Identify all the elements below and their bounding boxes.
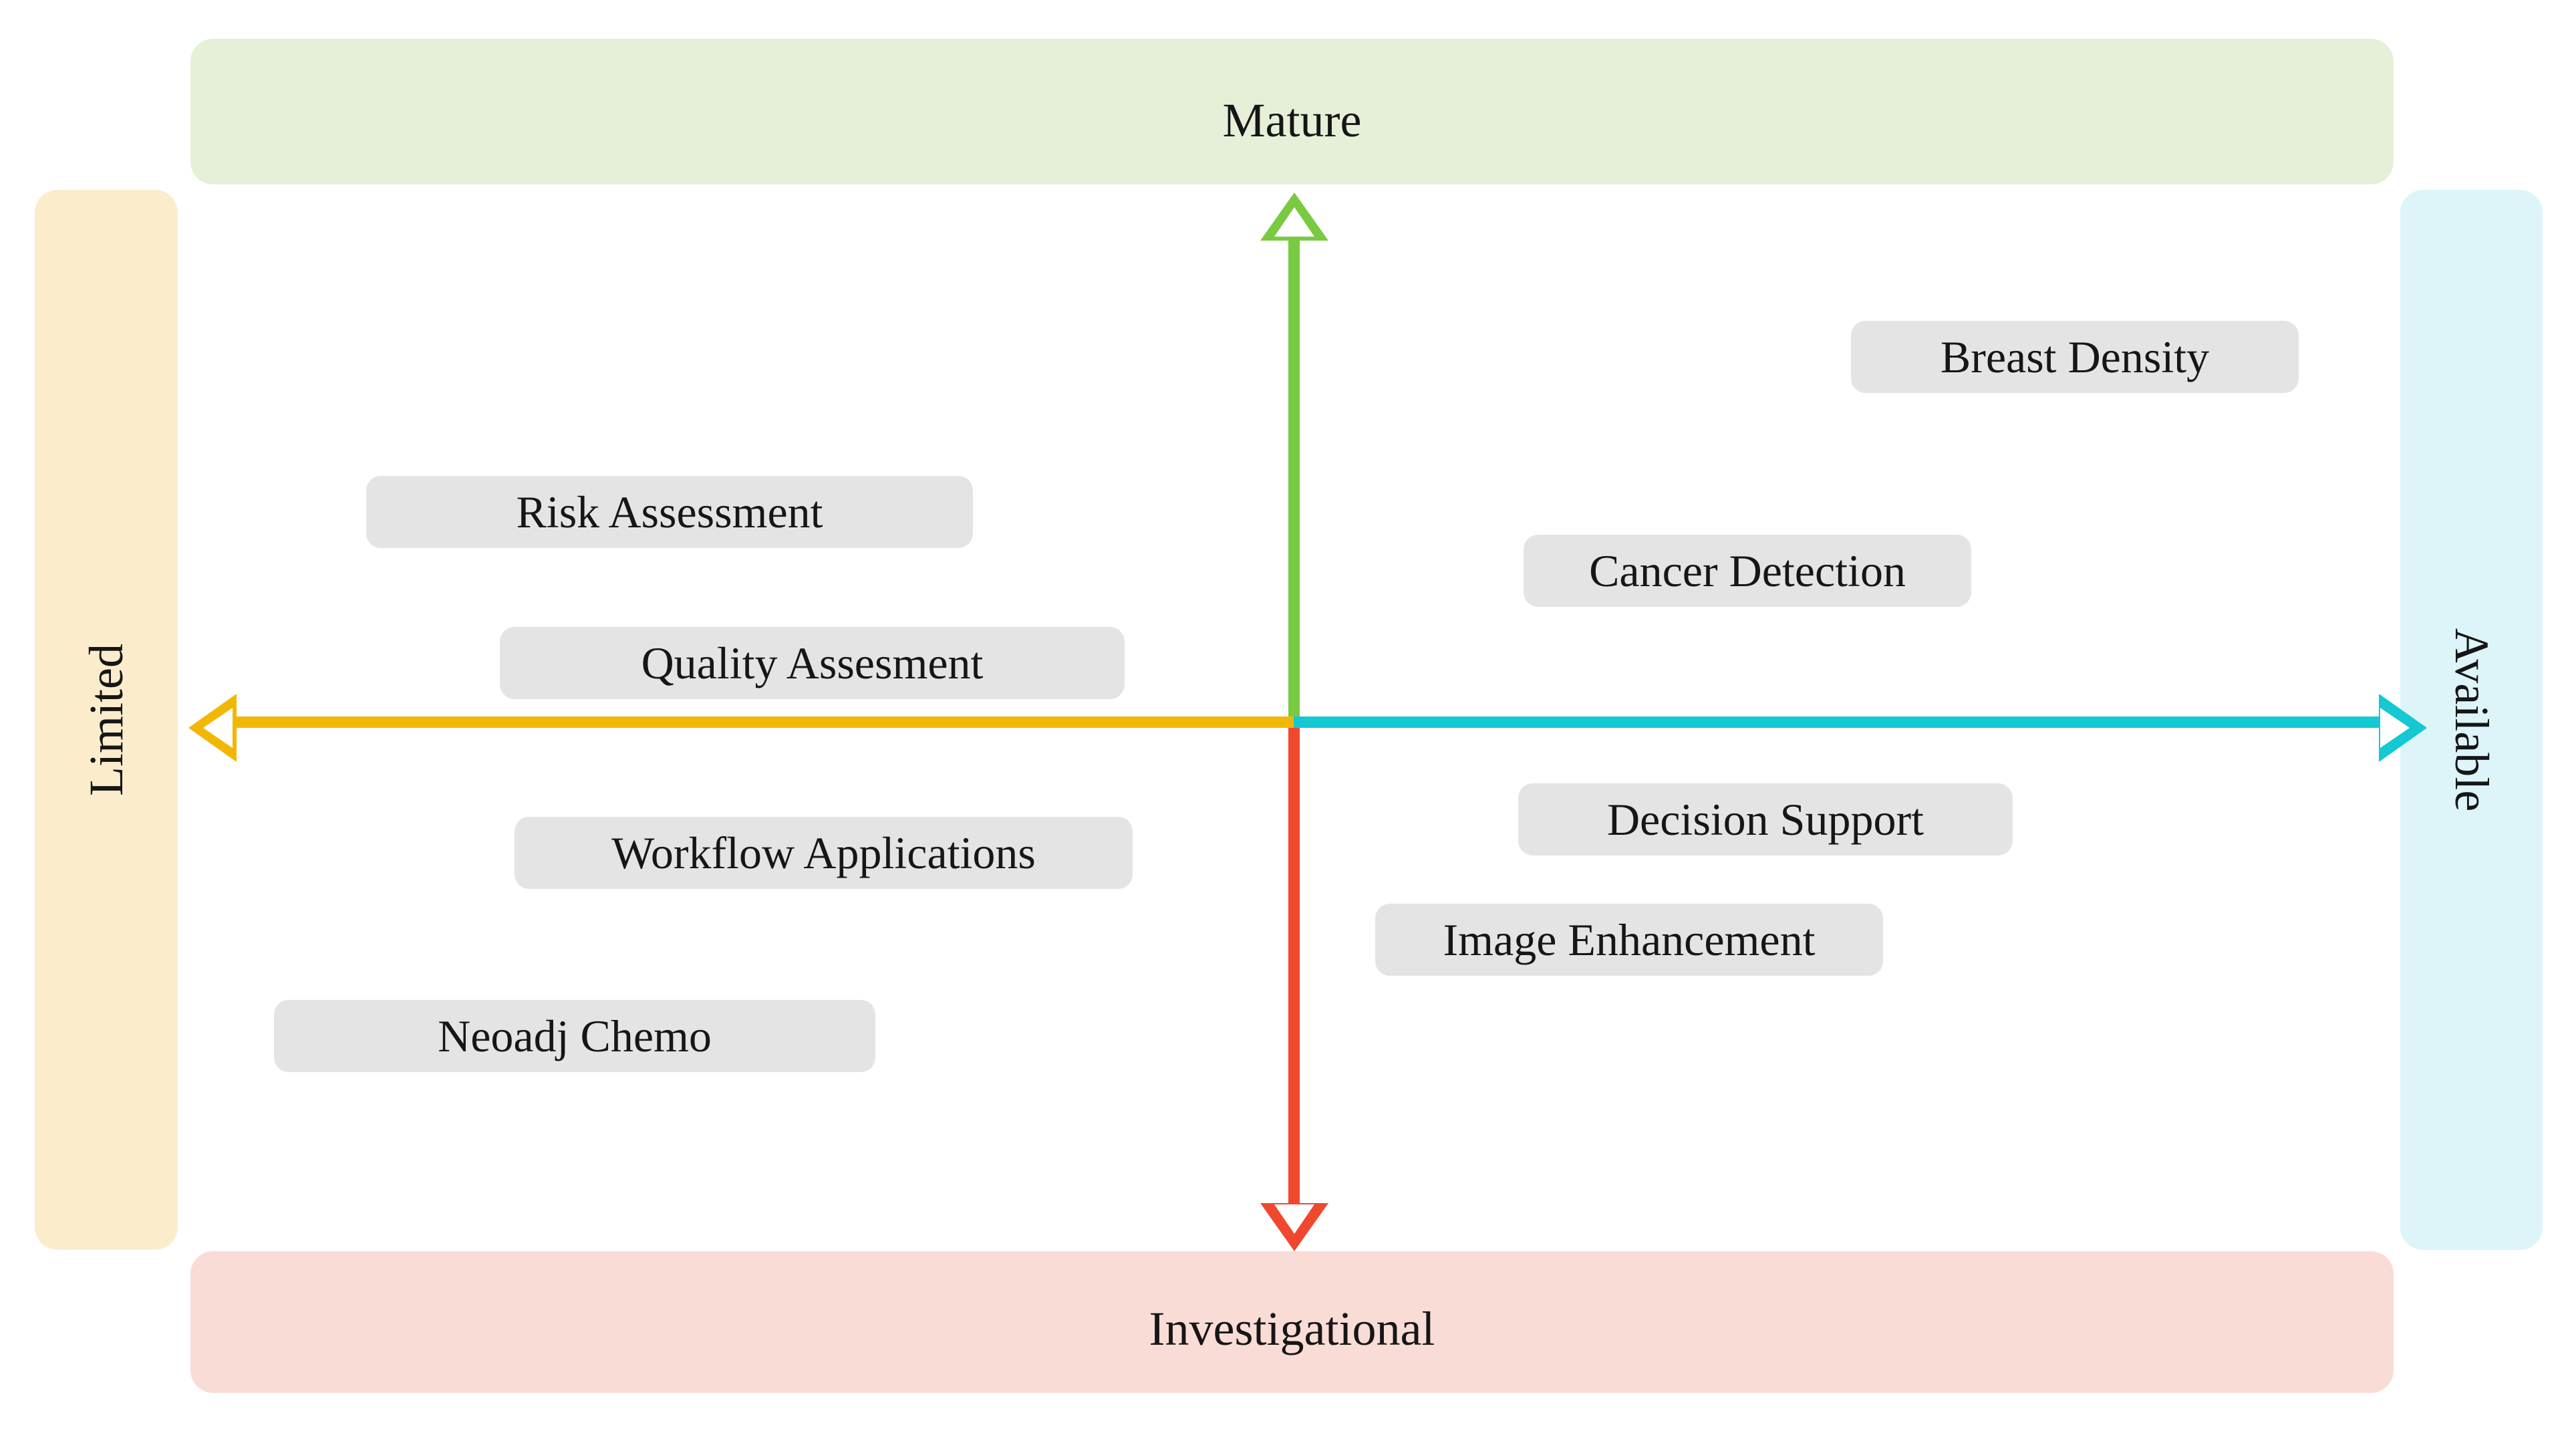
item-chip-decision-support: Decision Support bbox=[1518, 783, 2013, 856]
arrow-down-icon bbox=[1260, 1203, 1328, 1251]
axis-label-limited: Limited bbox=[80, 644, 133, 796]
axis-up-line bbox=[1288, 221, 1300, 723]
arrow-left-inner bbox=[203, 708, 233, 748]
item-chip-workflow-applications: Workflow Applications bbox=[515, 817, 1133, 889]
arrow-right-icon bbox=[2379, 694, 2427, 762]
axis-left-line bbox=[214, 717, 1294, 728]
axis-right-line bbox=[1294, 717, 2383, 728]
band-limited: Limited bbox=[35, 190, 178, 1250]
arrow-right-inner bbox=[2380, 708, 2410, 748]
arrow-left-icon bbox=[188, 694, 237, 762]
axis-label-available: Available bbox=[2444, 628, 2498, 812]
band-investigational: Investigational bbox=[190, 1251, 2394, 1393]
axis-label-mature: Mature bbox=[1222, 94, 1362, 147]
axis-label-investigational: Investigational bbox=[1149, 1302, 1435, 1355]
arrow-up-inner bbox=[1274, 207, 1314, 237]
item-chip-breast-density: Breast Density bbox=[1851, 321, 2299, 393]
item-chip-cancer-detection: Cancer Detection bbox=[1524, 535, 1971, 607]
axis-down-line bbox=[1288, 722, 1300, 1210]
item-chip-image-enhancement: Image Enhancement bbox=[1375, 904, 1883, 976]
arrow-up-icon bbox=[1260, 192, 1328, 241]
arrow-down-inner bbox=[1274, 1204, 1314, 1234]
item-chip-risk-assessment: Risk Assessment bbox=[366, 476, 973, 548]
item-chip-neoadj-chemo: Neoadj Chemo bbox=[274, 1000, 875, 1072]
band-mature: Mature bbox=[190, 39, 2394, 184]
item-chip-quality-assesment: Quality Assesment bbox=[500, 627, 1125, 699]
